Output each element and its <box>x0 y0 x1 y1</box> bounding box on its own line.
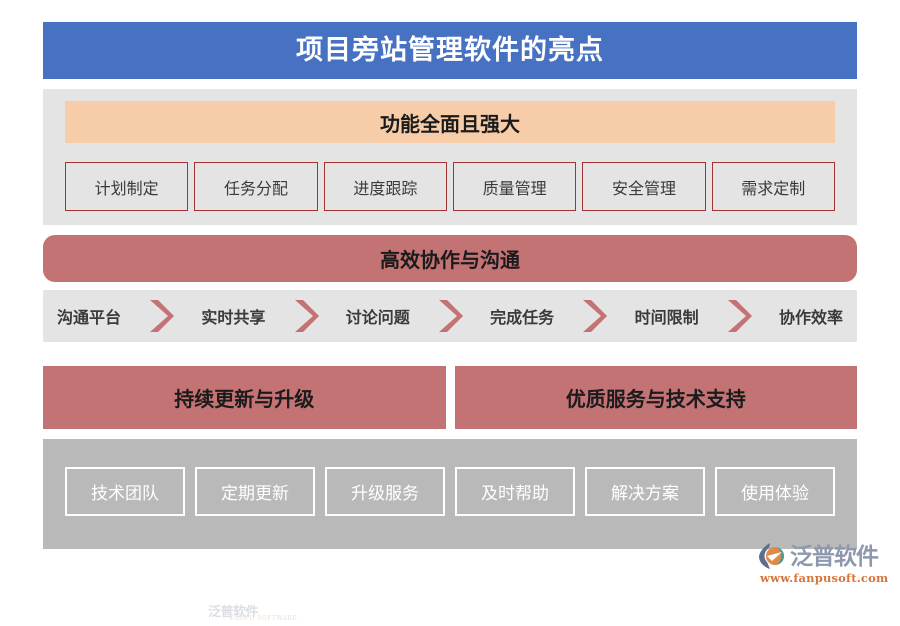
feature-box-label: 安全管理 <box>611 178 676 198</box>
fanpu-swoosh-icon <box>758 542 788 570</box>
center-watermark-subtext: FANPU SOFTWARE <box>230 615 298 622</box>
brand-logo-text: 泛普软件 <box>790 542 879 570</box>
collab-step[interactable]: 讨论问题 <box>345 308 410 327</box>
spacer-before-panels <box>43 356 857 366</box>
feature-box-label: 计划制定 <box>94 178 159 198</box>
feature-box[interactable]: 质量管理 <box>452 162 577 211</box>
feature-box[interactable]: 任务分配 <box>194 162 318 211</box>
support-box-label: 升级服务 <box>351 484 419 504</box>
feature-box-label: 任务分配 <box>223 178 288 198</box>
collab-step[interactable]: 实时共享 <box>201 308 266 327</box>
page-title-banner: 项目旁站管理软件的亮点 <box>43 22 857 79</box>
features-section: 功能全面且强大 计划制定 任务分配 进度跟踪 质量管理 安全管理 需求定制 <box>43 89 857 225</box>
collab-step[interactable]: 时间限制 <box>634 308 699 327</box>
chevron-right-icon <box>437 298 463 334</box>
brand-logo-row: 泛普软件 <box>758 542 879 570</box>
center-watermark: 泛普软件 FANPU SOFTWARE <box>208 598 328 626</box>
collaboration-header: 高效协作与沟通 <box>43 235 857 282</box>
page-title: 项目旁站管理软件的亮点 <box>296 35 604 66</box>
support-box-label: 定期更新 <box>221 484 289 504</box>
chevron-right-icon <box>726 298 752 334</box>
chevron-right-icon <box>581 298 608 334</box>
feature-box[interactable]: 安全管理 <box>582 162 706 211</box>
feature-box[interactable]: 进度跟踪 <box>323 162 447 211</box>
support-box-label: 解决方案 <box>611 484 679 504</box>
collab-step[interactable]: 完成任务 <box>490 308 555 327</box>
brand-logo-url: www.fanpusoft.com <box>760 571 889 585</box>
feature-box[interactable]: 需求定制 <box>711 162 835 211</box>
support-section: 技术团队 定期更新 升级服务 及时帮助 解决方案 使用体验 <box>43 439 857 549</box>
features-header: 功能全面且强大 <box>65 101 835 143</box>
support-box[interactable]: 技术团队 <box>65 467 185 516</box>
support-box[interactable]: 及时帮助 <box>455 467 575 516</box>
support-box[interactable]: 升级服务 <box>325 467 445 516</box>
spacer-after-collab-strip <box>43 342 857 356</box>
spacer-after-collab-header <box>43 282 857 290</box>
features-box-row: 计划制定 任务分配 进度跟踪 质量管理 安全管理 需求定制 <box>65 162 835 211</box>
spacer-after-title <box>43 79 857 89</box>
panel-continuous-update[interactable]: 持续更新与升级 <box>43 366 446 429</box>
chevron-right-icon <box>148 298 175 334</box>
chevron-right-icon <box>293 298 319 334</box>
collab-step[interactable]: 沟通平台 <box>57 308 122 327</box>
feature-box-label: 需求定制 <box>741 178 806 198</box>
infographic-root: 项目旁站管理软件的亮点 功能全面且强大 计划制定 任务分配 进度跟踪 质量管理 … <box>43 22 857 622</box>
collaboration-header-label: 高效协作与沟通 <box>380 248 520 272</box>
features-header-label: 功能全面且强大 <box>380 111 520 136</box>
support-box[interactable]: 使用体验 <box>715 467 835 516</box>
collaboration-steps-strip: 泛普软件 FANPU SOFTWARE 沟通平台 实时共享 讨论问题 完成任务 <box>43 290 857 622</box>
dual-panel-row: 持续更新与升级 优质服务与技术支持 <box>43 366 857 429</box>
feature-box-label: 质量管理 <box>482 178 547 198</box>
brand-logo: 泛普软件 www.fanpusoft.com <box>758 542 894 592</box>
panel-label: 优质服务与技术支持 <box>565 387 746 411</box>
collab-step[interactable]: 协作效率 <box>778 308 843 327</box>
spacer-after-features <box>43 225 857 235</box>
support-box-row: 技术团队 定期更新 升级服务 及时帮助 解决方案 使用体验 <box>65 467 835 516</box>
spacer-after-panels <box>43 429 857 439</box>
feature-box[interactable]: 计划制定 <box>65 162 189 211</box>
feature-box-label: 进度跟踪 <box>353 178 418 198</box>
support-box-label: 使用体验 <box>741 484 809 504</box>
support-box[interactable]: 定期更新 <box>195 467 315 516</box>
support-box[interactable]: 解决方案 <box>585 467 705 516</box>
panel-label: 持续更新与升级 <box>174 387 315 411</box>
support-box-label: 技术团队 <box>91 484 159 504</box>
center-watermark-text: 泛普软件 <box>208 604 259 620</box>
support-box-label: 及时帮助 <box>481 484 549 504</box>
panel-quality-service[interactable]: 优质服务与技术支持 <box>454 366 857 429</box>
